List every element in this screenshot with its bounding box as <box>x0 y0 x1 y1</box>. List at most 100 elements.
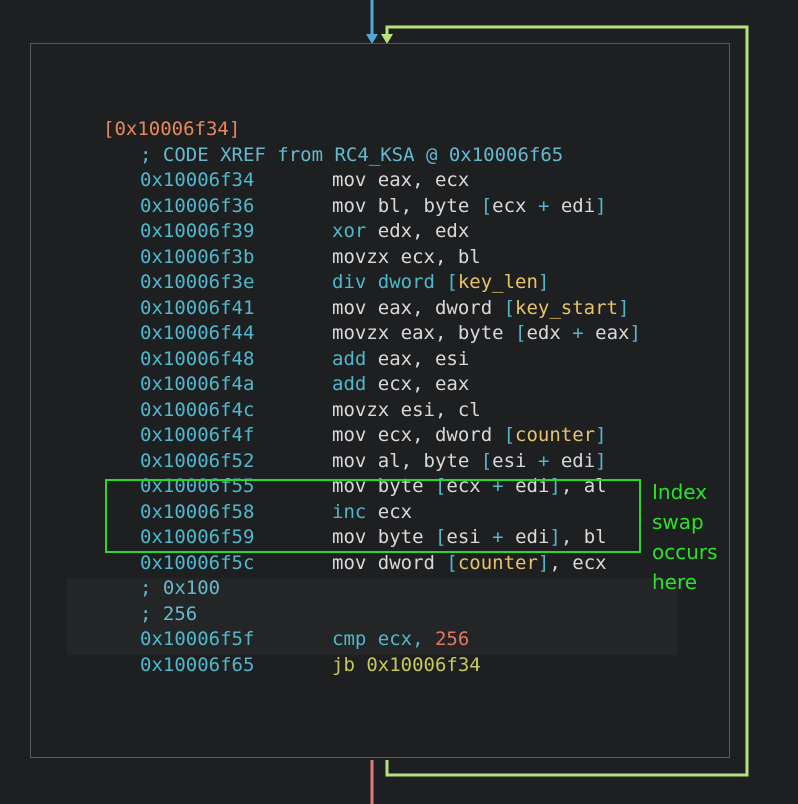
instruction-token: ecx, eax <box>366 373 470 395</box>
instruction-token: ] <box>537 551 550 574</box>
instruction-address: 0x10006f52 <box>140 449 255 472</box>
instruction-text: mov eax, dword [key_start] <box>332 297 629 319</box>
instruction-token: , bl <box>560 526 607 548</box>
instruction-token: esi <box>492 449 538 472</box>
instruction-token: , ecx <box>549 551 607 574</box>
instruction-token: movzx eax, byte <box>332 322 516 344</box>
instruction-token: ] <box>595 194 607 217</box>
instruction-address: 0x10006f4c <box>140 398 255 421</box>
instruction-token: edi <box>549 449 596 472</box>
value-comment-line[interactable]: ; 256 <box>140 602 197 627</box>
instruction-token: edi <box>549 194 596 217</box>
instruction-token: ] <box>537 271 550 293</box>
instruction-text: mov eax, ecx <box>332 169 469 191</box>
instruction-address: 0x10006f3b <box>140 245 255 268</box>
value-comment-line[interactable]: ; 0x100 <box>140 576 220 601</box>
instruction-token: [ <box>480 194 493 217</box>
instruction-token: div dword <box>332 271 447 293</box>
annotation-line: Index <box>652 480 708 504</box>
annotation-line: occurs <box>652 540 718 564</box>
block-label-line[interactable]: [0x10006f34] <box>103 117 240 142</box>
instruction-token: [ <box>446 551 458 574</box>
instruction-token: inc <box>332 500 367 523</box>
instruction-text: mov byte [esi + edi], bl <box>332 526 607 548</box>
instruction-token: [ <box>446 271 458 293</box>
instruction-token: 256 <box>434 628 470 650</box>
instruction-token: [ <box>434 526 447 548</box>
instruction-address: 0x10006f3e <box>140 271 255 293</box>
instruction-token: ecx <box>492 194 538 217</box>
instruction-token: eax <box>583 322 630 344</box>
instruction-token: + <box>572 322 584 344</box>
instruction-text: div dword [key_len] <box>332 271 549 293</box>
instruction-token: mov ecx, dword <box>332 424 504 446</box>
xref-comment: ; CODE XREF from RC4_KSA @ 0x10006f65 <box>140 143 564 166</box>
instruction-text: mov al, byte [esi + edi] <box>332 450 607 472</box>
instruction-line[interactable]: 0x10006f58 inc ecx <box>140 500 412 525</box>
instruction-token: + <box>537 194 550 217</box>
instruction-line[interactable]: 0x10006f65 jb 0x10006f34 <box>140 653 481 678</box>
instruction-token: [ <box>503 424 516 446</box>
swap-highlight-box <box>105 479 641 553</box>
value-comment: ; 256 <box>140 602 198 625</box>
instruction-line[interactable]: 0x10006f34 mov eax, ecx <box>140 168 469 193</box>
instruction-token: eax, esi <box>366 347 470 370</box>
instruction-text: mov dword [counter], ecx <box>332 552 607 574</box>
instruction-token: mov dword <box>332 551 447 574</box>
instruction-token: jb 0x10006f34 <box>332 653 481 676</box>
instruction-address: 0x10006f65 <box>140 653 255 676</box>
instruction-token: ] <box>629 322 641 344</box>
instruction-token: ] <box>595 449 607 472</box>
instruction-token: mov eax, ecx <box>332 169 470 191</box>
instruction-token: ] <box>549 475 561 497</box>
instruction-token: edi <box>503 526 550 548</box>
xref-comment-line[interactable]: ; CODE XREF from RC4_KSA @ 0x10006f65 <box>140 143 563 168</box>
instruction-address: 0x10006f4a <box>140 373 255 395</box>
instruction-token: movzx esi, cl <box>332 398 481 421</box>
annotation-line: here <box>652 570 698 594</box>
instruction-line[interactable]: 0x10006f4c movzx esi, cl <box>140 398 481 423</box>
instruction-token: + <box>492 526 504 548</box>
instruction-address: 0x10006f36 <box>140 194 255 217</box>
selected-line-band <box>67 578 678 655</box>
instruction-token: add <box>332 373 367 395</box>
instruction-token: xor <box>332 220 367 242</box>
instruction-token: cmp ecx, <box>332 628 435 650</box>
instruction-line[interactable]: 0x10006f5f cmp ecx, 256 <box>140 627 469 652</box>
value-comment: ; 0x100 <box>140 577 221 599</box>
instruction-address: 0x10006f34 <box>140 169 255 191</box>
instruction-token: [ <box>515 322 527 344</box>
incoming-edge-arrow <box>366 34 378 44</box>
instruction-token: mov byte <box>332 526 435 548</box>
instruction-token: edx <box>526 322 573 344</box>
instruction-token: ] <box>549 526 561 548</box>
instruction-text: movzx eax, byte [edx + eax] <box>332 322 641 344</box>
instruction-address: 0x10006f58 <box>140 500 255 523</box>
instruction-token: counter <box>457 551 538 574</box>
instruction-address: 0x10006f5f <box>140 628 255 650</box>
instruction-token: key_start <box>515 296 618 319</box>
instruction-token: ] <box>595 424 607 446</box>
instruction-line[interactable]: 0x10006f3e div dword [key_len] <box>140 270 549 295</box>
instruction-token: mov al, byte <box>332 449 481 472</box>
instruction-token: ] <box>618 296 630 319</box>
instruction-line[interactable]: 0x10006f4a add ecx, eax <box>140 372 469 397</box>
loop-back-edge[interactable] <box>385 25 749 777</box>
instruction-token: [ <box>480 449 493 472</box>
instruction-line[interactable]: 0x10006f52 mov al, byte [esi + edi] <box>140 449 607 474</box>
instruction-token: add <box>332 347 367 370</box>
instruction-text: inc ecx <box>332 501 412 523</box>
